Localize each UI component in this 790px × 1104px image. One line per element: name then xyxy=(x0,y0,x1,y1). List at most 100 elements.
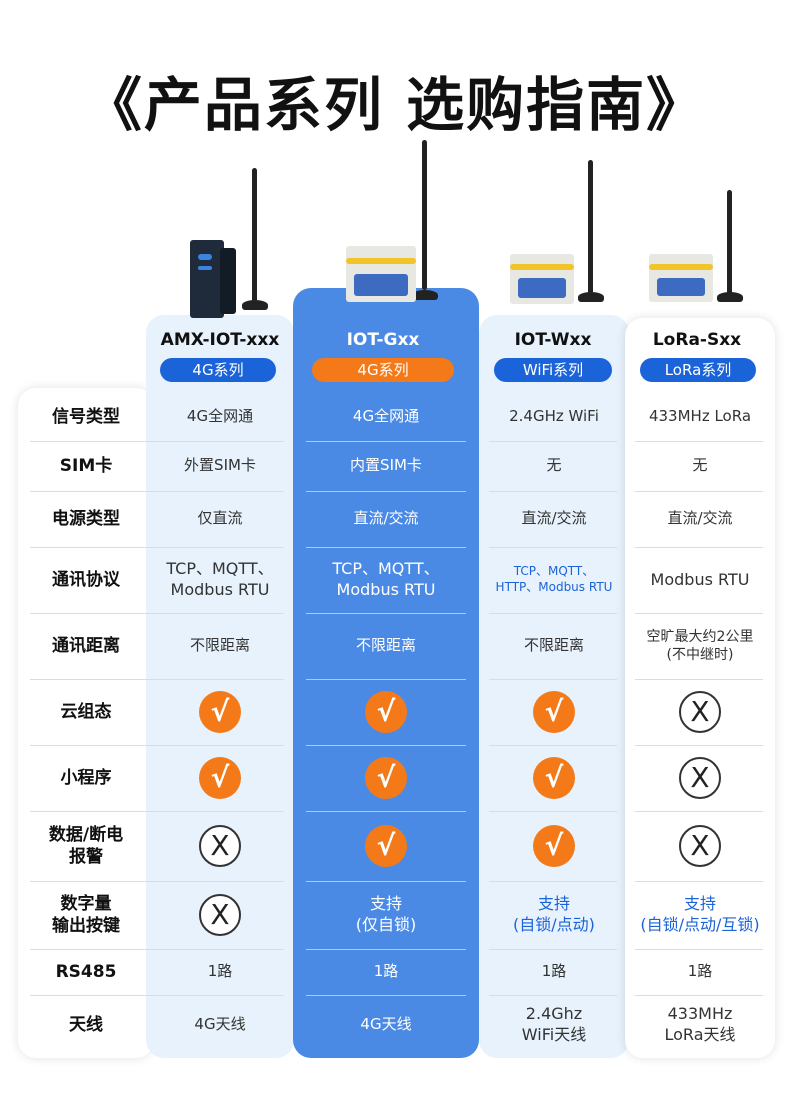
row-divider xyxy=(30,811,160,812)
cross-icon: X xyxy=(679,691,721,733)
cell-value: 1路 xyxy=(687,962,713,981)
cell-line: Modbus RTU xyxy=(336,580,436,599)
cell-line: 支持 xyxy=(537,894,570,914)
row-divider xyxy=(306,881,466,882)
series-badge: 4G系列 xyxy=(160,358,276,382)
row-divider xyxy=(156,547,284,548)
row-divider xyxy=(30,679,160,680)
cross-icon: X xyxy=(199,894,241,936)
row-label-signal: 信号类型 xyxy=(52,406,120,427)
cross-icon: X xyxy=(199,825,241,867)
check-icon: √ xyxy=(365,825,407,867)
cell-line: TCP、MQTT、 xyxy=(332,559,440,579)
cell-value: 不限距离 xyxy=(146,614,294,678)
cell-value: 1路 xyxy=(207,962,233,981)
row-label-alarm: 数据/断电 报警 xyxy=(18,812,154,880)
row-divider xyxy=(489,745,617,746)
cell-value: X xyxy=(625,680,775,744)
cell-value: 直流/交流 xyxy=(353,509,419,528)
cell-value: 1路 xyxy=(541,962,567,981)
cell-line: 433MHz xyxy=(667,1004,733,1024)
row-label-rs485: RS485 xyxy=(55,961,117,982)
cell-value: 外置SIM卡 xyxy=(184,456,256,475)
cell-line: (仅自锁) xyxy=(355,915,417,934)
row-divider xyxy=(306,995,466,996)
row-divider xyxy=(306,491,466,492)
row-divider xyxy=(635,995,763,996)
product-name: IOT-Gxx xyxy=(346,330,420,350)
cell-value: X xyxy=(625,812,775,880)
cell-value: 直流/交流 xyxy=(667,509,733,528)
cell-line: (自锁/点动) xyxy=(513,915,595,934)
row-divider xyxy=(306,745,466,746)
cell-value: 仅直流 xyxy=(197,509,243,528)
page-title: 《产品系列 选购指南》 xyxy=(83,71,707,139)
row-divider xyxy=(489,491,617,492)
row-divider xyxy=(156,811,284,812)
cell-value: 支持 (自锁/点动/互锁) xyxy=(625,882,775,948)
row-label-antenna: 天线 xyxy=(69,1014,103,1035)
cell-line: Modbus RTU xyxy=(650,569,750,589)
row-divider xyxy=(489,949,617,950)
check-icon: √ xyxy=(199,691,241,733)
cell-line: WiFi天线 xyxy=(521,1025,587,1044)
cell-value: X xyxy=(146,882,294,948)
cell-value: 支持 (自锁/点动) xyxy=(479,882,629,948)
series-badge: LoRa系列 xyxy=(640,358,756,382)
row-label-miniprogram: 小程序 xyxy=(60,767,112,788)
row-divider xyxy=(306,679,466,680)
row-divider xyxy=(156,679,284,680)
device-image-wxx xyxy=(508,160,618,310)
row-divider xyxy=(156,745,284,746)
row-divider xyxy=(30,881,160,882)
cell-line: TCP、MQTT、 xyxy=(166,559,274,579)
row-divider xyxy=(30,949,160,950)
cell-line: 空旷最大约2公里 xyxy=(646,628,754,645)
row-divider xyxy=(30,547,160,548)
cell-value: √ xyxy=(146,746,294,810)
cell-line: 支持 xyxy=(683,894,716,914)
cell-value: √ xyxy=(293,680,479,744)
row-label-digital-output: 数字量 输出按键 xyxy=(18,882,154,948)
cell-line: 支持 xyxy=(369,894,402,914)
device-image-gxx xyxy=(340,140,460,310)
cell-value: 2.4Ghz WiFi天线 xyxy=(479,996,629,1054)
row-divider xyxy=(156,491,284,492)
cell-value: 支持 (仅自锁) xyxy=(293,882,479,948)
cell-value: 433MHz LoRa天线 xyxy=(625,996,775,1054)
cell-value: TCP、MQTT、 HTTP、Modbus RTU xyxy=(479,548,629,612)
cell-value: TCP、MQTT、 Modbus RTU xyxy=(293,548,479,612)
row-divider xyxy=(635,811,763,812)
cell-line: 不限距离 xyxy=(355,636,416,655)
row-divider xyxy=(635,613,763,614)
cell-value: 空旷最大约2公里 (不中继时) xyxy=(625,614,775,678)
cell-line: 4G天线 xyxy=(194,1015,246,1034)
product-name: LoRa-Sxx xyxy=(652,330,742,350)
row-divider xyxy=(30,995,160,996)
product-column-gxx xyxy=(293,288,479,1058)
cell-value: X xyxy=(625,746,775,810)
cell-value: √ xyxy=(293,746,479,810)
row-divider xyxy=(156,881,284,882)
cell-line: TCP、MQTT、 xyxy=(513,564,595,579)
cell-line: LoRa天线 xyxy=(664,1025,736,1044)
row-divider xyxy=(30,745,160,746)
row-divider xyxy=(635,491,763,492)
cell-value: 不限距离 xyxy=(293,614,479,678)
cell-line: 不限距离 xyxy=(189,636,250,655)
cell-value: 不限距离 xyxy=(479,614,629,678)
check-icon: √ xyxy=(365,757,407,799)
row-divider xyxy=(635,441,763,442)
label-line: 报警 xyxy=(69,847,103,867)
row-divider xyxy=(306,613,466,614)
row-divider xyxy=(489,441,617,442)
cell-value: Modbus RTU xyxy=(625,548,775,612)
cell-value: 4G天线 xyxy=(293,996,479,1054)
cell-value: 无 xyxy=(692,456,708,475)
label-column-panel xyxy=(18,388,154,1058)
row-divider xyxy=(306,811,466,812)
row-divider xyxy=(30,491,160,492)
row-divider xyxy=(306,949,466,950)
row-divider xyxy=(635,881,763,882)
row-divider xyxy=(635,679,763,680)
